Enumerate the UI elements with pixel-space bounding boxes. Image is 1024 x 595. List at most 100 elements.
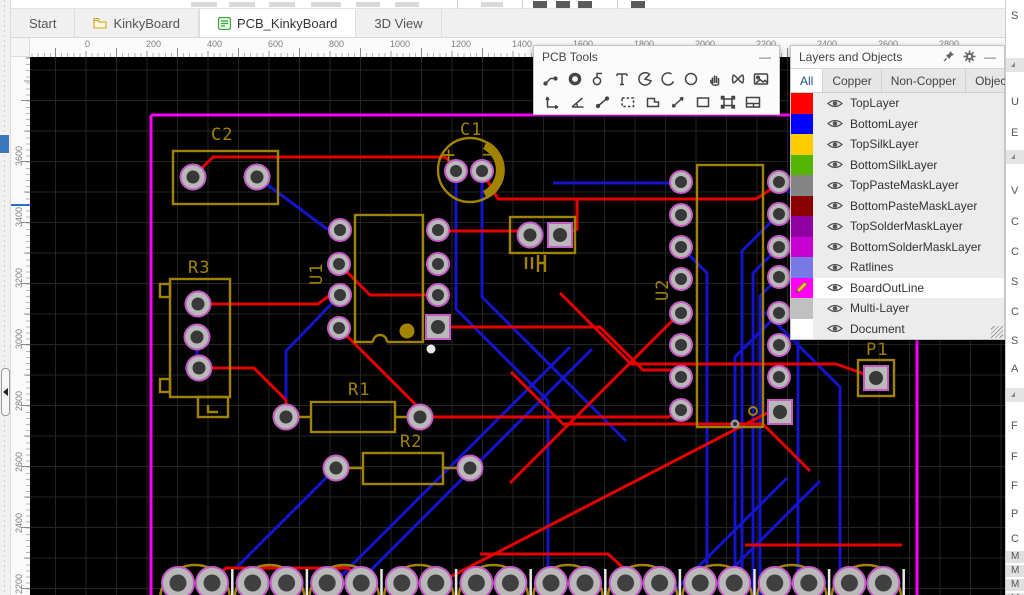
eye-icon[interactable] xyxy=(827,262,843,273)
palette-titlebar[interactable]: PCB Tools — xyxy=(534,46,779,68)
pad[interactable] xyxy=(768,236,790,258)
eye-icon[interactable] xyxy=(827,221,843,232)
dashed-region-icon[interactable] xyxy=(617,93,638,111)
tab-pcb-kinkyboard[interactable]: PCB_KinkyBoard xyxy=(199,9,356,37)
pad[interactable] xyxy=(427,219,449,241)
pad[interactable] xyxy=(768,366,790,388)
origin-icon[interactable] xyxy=(542,93,563,111)
component-C1[interactable]: C1 + − xyxy=(438,120,502,202)
measure-icon[interactable] xyxy=(592,93,613,111)
pad[interactable] xyxy=(768,266,790,288)
panel-titlebar[interactable]: Layers and Objects — xyxy=(791,46,1004,68)
component-P1[interactable]: P1 xyxy=(858,340,894,396)
pad[interactable] xyxy=(670,204,692,226)
component-U1[interactable]: U1 xyxy=(307,215,450,354)
minimize-button[interactable]: — xyxy=(759,51,771,63)
pad[interactable] xyxy=(427,284,449,306)
pad[interactable] xyxy=(670,334,692,356)
component-R3[interactable]: R3 xyxy=(160,258,230,417)
pad[interactable] xyxy=(274,405,299,430)
layer-color-swatch[interactable] xyxy=(791,257,813,278)
pad[interactable] xyxy=(670,302,692,324)
layer-color-swatch[interactable] xyxy=(791,278,813,299)
layer-row[interactable]: BottomLayer xyxy=(791,114,1004,135)
hole-icon[interactable] xyxy=(728,70,747,88)
layer-color-swatch[interactable] xyxy=(791,196,813,217)
layer-color-swatch[interactable] xyxy=(791,175,813,196)
pad[interactable] xyxy=(181,165,206,190)
pad[interactable] xyxy=(768,302,790,324)
pad[interactable] xyxy=(328,253,350,275)
panel-row[interactable]: M xyxy=(1006,564,1024,577)
track-icon[interactable] xyxy=(542,70,561,88)
eye-icon[interactable] xyxy=(827,118,843,129)
eye-icon[interactable] xyxy=(827,241,843,252)
hand-icon[interactable] xyxy=(705,70,724,88)
layers-filter-tab[interactable]: Copper xyxy=(823,69,881,92)
eye-icon[interactable] xyxy=(827,98,843,109)
section-header[interactable] xyxy=(1006,388,1024,402)
eye-icon[interactable] xyxy=(827,139,843,150)
group-icon[interactable] xyxy=(717,93,738,111)
layer-row[interactable]: Multi-Layer xyxy=(791,298,1004,319)
layer-row[interactable]: Document xyxy=(791,319,1004,340)
pad[interactable] xyxy=(670,366,692,388)
component-R1[interactable]: R1 xyxy=(274,380,433,432)
pad[interactable] xyxy=(458,456,483,481)
layer-color-swatch[interactable] xyxy=(791,298,813,319)
layer-color-swatch[interactable] xyxy=(791,216,813,237)
eye-icon[interactable] xyxy=(827,200,843,211)
pad[interactable] xyxy=(548,223,572,247)
eye-icon[interactable] xyxy=(827,303,843,314)
layer-row[interactable]: TopSolderMaskLayer xyxy=(791,216,1004,237)
pad[interactable] xyxy=(427,253,449,275)
text-icon[interactable] xyxy=(612,70,631,88)
dimension-icon[interactable] xyxy=(667,93,688,111)
layer-color-swatch[interactable] xyxy=(791,155,813,176)
pad[interactable] xyxy=(329,284,351,306)
layer-row[interactable]: TopSilkLayer xyxy=(791,134,1004,155)
arc-icon[interactable] xyxy=(635,70,654,88)
eye-icon[interactable] xyxy=(827,159,843,170)
layer-row[interactable]: Ratlines xyxy=(791,257,1004,278)
layer-row[interactable]: BottomSilkLayer xyxy=(791,155,1004,176)
eye-icon[interactable] xyxy=(827,282,843,293)
via-icon[interactable] xyxy=(589,70,608,88)
pad[interactable] xyxy=(518,223,543,248)
tab-3d-view[interactable]: 3D View xyxy=(356,9,441,37)
pad[interactable] xyxy=(670,236,692,258)
pad[interactable] xyxy=(768,334,790,356)
layer-color-swatch[interactable] xyxy=(791,134,813,155)
section-header[interactable] xyxy=(1006,58,1024,72)
pin-icon[interactable] xyxy=(943,50,955,64)
eye-icon[interactable] xyxy=(827,180,843,191)
pad[interactable] xyxy=(864,366,888,390)
pad[interactable] xyxy=(768,400,792,424)
pad[interactable] xyxy=(324,456,349,481)
rect-icon[interactable] xyxy=(692,93,713,111)
panel-row[interactable]: M xyxy=(1006,578,1024,591)
layer-color-swatch[interactable] xyxy=(791,237,813,258)
left-panel-collapse-handle[interactable] xyxy=(1,368,10,416)
layer-color-swatch[interactable] xyxy=(791,93,813,114)
pad[interactable] xyxy=(185,325,210,350)
pad[interactable] xyxy=(187,356,212,381)
layer-row[interactable]: BottomSolderMaskLayer xyxy=(791,237,1004,258)
circle-icon[interactable] xyxy=(682,70,701,88)
minimize-button[interactable]: — xyxy=(984,51,996,63)
layer-row[interactable]: BottomPasteMaskLayer xyxy=(791,196,1004,217)
pad[interactable] xyxy=(670,171,692,193)
layers-filter-tab[interactable]: All xyxy=(791,69,823,92)
copper-area-icon[interactable] xyxy=(642,93,663,111)
eye-icon[interactable] xyxy=(827,323,843,334)
component-U2[interactable]: U2 xyxy=(653,165,792,429)
panelize-icon[interactable] xyxy=(742,93,763,111)
pad[interactable] xyxy=(768,171,790,193)
pad[interactable] xyxy=(768,203,790,225)
pad[interactable] xyxy=(328,317,350,339)
pad-icon[interactable] xyxy=(565,70,584,88)
layers-filter-tab[interactable]: Non-Copper xyxy=(882,69,966,92)
layer-color-swatch[interactable] xyxy=(791,319,813,340)
panel-row[interactable]: M xyxy=(1006,550,1024,563)
pad[interactable] xyxy=(471,160,493,182)
